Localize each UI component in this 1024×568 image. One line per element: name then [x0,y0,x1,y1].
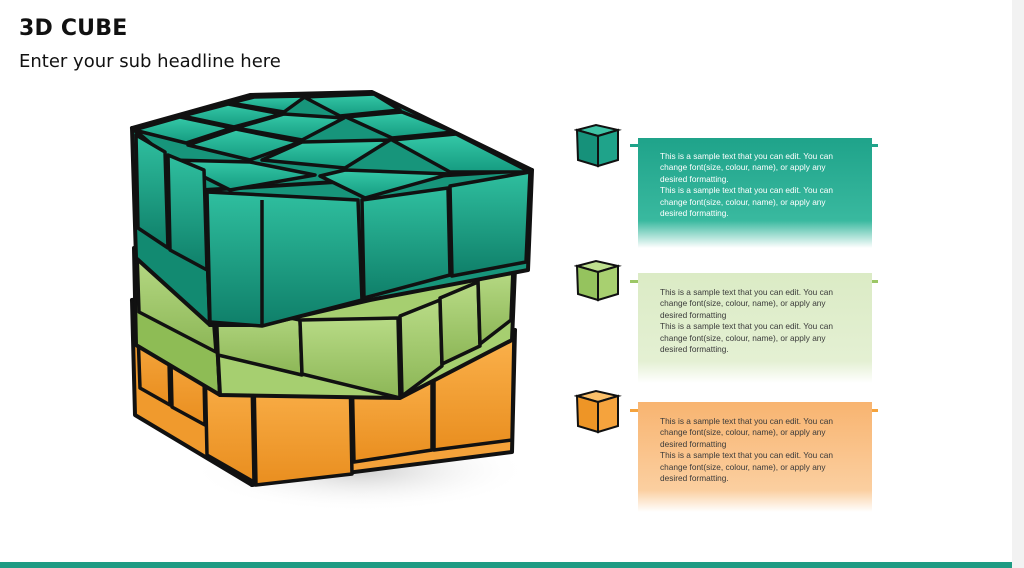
green-text-card [638,273,872,383]
teal-cube-icon [574,123,622,168]
orange-cube-icon [574,389,622,434]
slide-title: 3D CUBE [19,16,128,41]
green-card-text: This is a sample text that you can edit.… [660,287,833,355]
orange-card-text: This is a sample text that you can edit.… [660,416,833,484]
green-cube-icon [574,259,622,302]
teal-text-card [638,138,872,248]
teal-card-text: This is a sample text that you can edit.… [660,151,833,219]
bottom-accent-bar [0,562,1012,568]
slide-subtitle: Enter your sub headline here [19,51,281,72]
slide-edge [1012,0,1024,568]
orange-text-card [638,402,872,512]
